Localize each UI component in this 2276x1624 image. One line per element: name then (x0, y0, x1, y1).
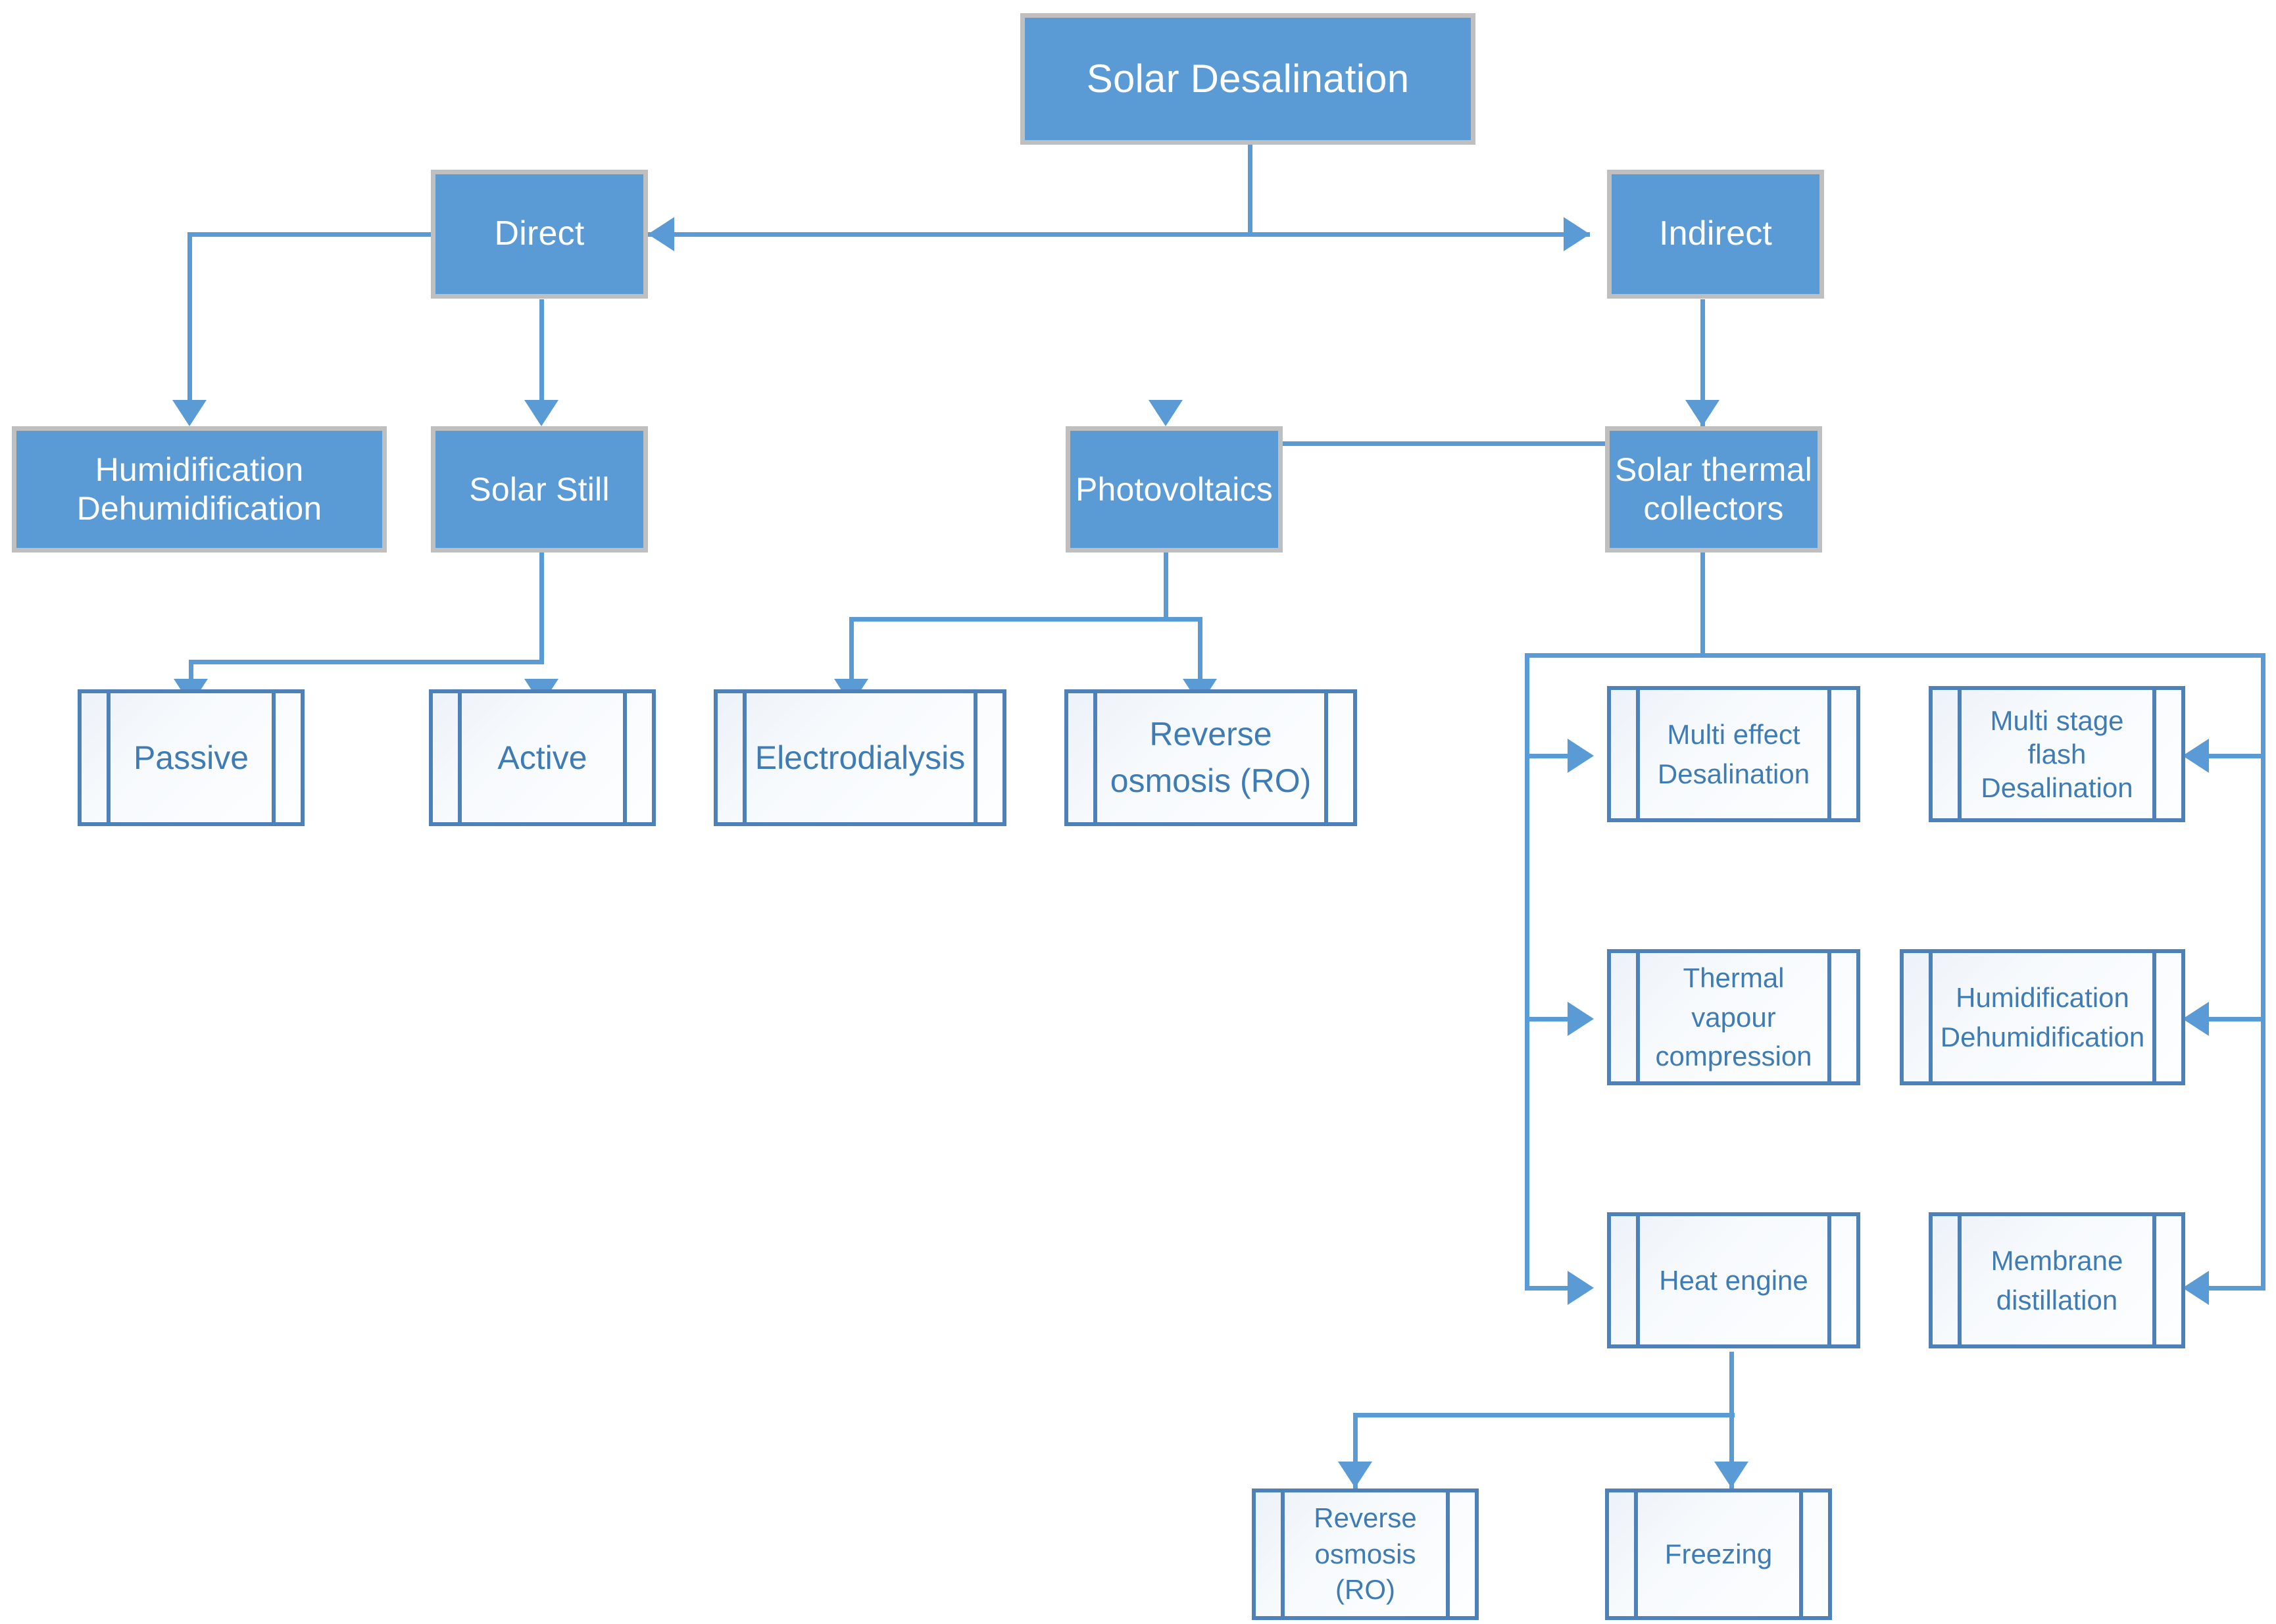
connector-pv-split (849, 617, 1202, 622)
arrowhead-to-thermal-vapour (1568, 1002, 1594, 1036)
connector-to-reverse-osmosis-pv (1198, 617, 1202, 706)
node-label: Direct (494, 214, 585, 253)
node-label: Solar Desalination (1086, 56, 1410, 101)
connector-to-humidification-thermal (2209, 1017, 2265, 1021)
node-label: Reverse osmosis (RO) (1314, 1502, 1417, 1606)
node-label: Solar thermal collectors (1615, 451, 1812, 527)
connector-solarstill-split (189, 660, 544, 664)
node-membrane-distillation[interactable]: Membrane distillation (1929, 1212, 2185, 1348)
node-solar-thermal-collectors[interactable]: Solar thermal collectors (1605, 426, 1822, 553)
node-reverse-osmosis-pv[interactable]: Reverse osmosis (RO) (1064, 689, 1357, 826)
connector-direct-left (187, 232, 431, 237)
arrowhead-to-direct (648, 217, 674, 251)
node-label: Humidification Dehumidification (1940, 981, 2145, 1052)
node-label: Active (497, 739, 587, 776)
connector-root-down (1248, 143, 1252, 234)
node-heat-engine[interactable]: Heat engine (1607, 1212, 1860, 1348)
connector-to-multi-stage-flash (2209, 754, 2265, 758)
arrowhead-to-freezing (1714, 1462, 1748, 1488)
connector-heatengine-down (1729, 1352, 1734, 1417)
arrowhead-to-humidification (172, 400, 207, 426)
node-humidification-dehumidification[interactable]: Humidification Dehumidification (12, 426, 387, 553)
node-photovoltaics[interactable]: Photovoltaics (1066, 426, 1283, 553)
connector-indirect-split (1164, 441, 1705, 446)
arrowhead-to-humidification-thermal (2183, 1002, 2209, 1036)
node-active[interactable]: Active (429, 689, 656, 826)
connector-to-multi-effect (1525, 754, 1576, 758)
node-reverse-osmosis-heat[interactable]: Reverse osmosis (RO) (1252, 1489, 1479, 1620)
arrowhead-to-heat-engine (1568, 1271, 1594, 1305)
node-label: Photovoltaics (1076, 470, 1273, 508)
connector-solarstill-down (539, 553, 544, 664)
connector-to-thermal-vapour (1525, 1017, 1576, 1021)
connector-direct-left-down (187, 232, 192, 400)
arrowhead-to-ro-heat (1338, 1462, 1372, 1488)
node-label: Thermal vapour compression (1655, 962, 1812, 1072)
node-humidification-dehumidification-thermal[interactable]: Humidification Dehumidification (1900, 949, 2185, 1085)
node-label: Solar Still (469, 470, 610, 508)
node-thermal-vapour-compression[interactable]: Thermal vapour compression (1607, 949, 1860, 1085)
node-label: Multi effect Desalination (1657, 718, 1810, 789)
arrowhead-to-multi-stage-flash (2183, 739, 2209, 773)
node-indirect[interactable]: Indirect (1607, 170, 1824, 299)
connector-to-membrane-distillation (2209, 1286, 2265, 1291)
node-label: Reverse osmosis (RO) (1110, 716, 1312, 799)
node-label: Passive (133, 739, 249, 776)
connector-root-split (648, 232, 1590, 237)
arrowhead-to-membrane-distillation (2183, 1271, 2209, 1305)
connector-to-ro-heat (1353, 1413, 1358, 1492)
connector-stc-left-rail (1525, 653, 1529, 1288)
node-label: Multi stage flash Desalination (1981, 704, 2133, 804)
node-label: Humidification Dehumidification (76, 451, 322, 527)
arrowhead-to-indirect (1564, 217, 1590, 251)
connector-direct-down (539, 299, 544, 400)
node-multi-effect-desalination[interactable]: Multi effect Desalination (1607, 686, 1860, 822)
arrowhead-to-solar-still (524, 400, 558, 426)
connector-to-electrodialysis (849, 617, 854, 706)
node-solar-desalination[interactable]: Solar Desalination (1020, 13, 1475, 145)
connector-indirect-down (1700, 299, 1705, 446)
connector-stc-bracket-top (1525, 653, 2265, 658)
node-passive[interactable]: Passive (78, 689, 305, 826)
connector-to-freezing (1729, 1413, 1734, 1492)
connector-heatengine-split (1353, 1413, 1735, 1417)
node-label: Heat engine (1659, 1264, 1808, 1296)
connector-stc-down (1700, 553, 1705, 658)
node-label: Membrane distillation (1991, 1244, 2123, 1316)
node-solar-still[interactable]: Solar Still (431, 426, 648, 553)
node-electrodialysis[interactable]: Electrodialysis (714, 689, 1006, 826)
node-label: Electrodialysis (755, 739, 966, 776)
node-label: Freezing (1664, 1538, 1773, 1570)
connector-stc-right-rail (2261, 653, 2265, 1288)
arrowhead-to-solar-thermal (1685, 400, 1719, 426)
node-multi-stage-flash-desalination[interactable]: Multi stage flash Desalination (1929, 686, 2185, 822)
arrowhead-to-photovoltaics (1149, 400, 1183, 426)
connector-pv-out-down (1164, 553, 1168, 622)
node-label: Indirect (1658, 214, 1773, 253)
connector-to-heat-engine (1525, 1286, 1576, 1291)
node-freezing[interactable]: Freezing (1605, 1489, 1832, 1620)
node-direct[interactable]: Direct (431, 170, 648, 299)
arrowhead-to-multi-effect (1568, 739, 1594, 773)
